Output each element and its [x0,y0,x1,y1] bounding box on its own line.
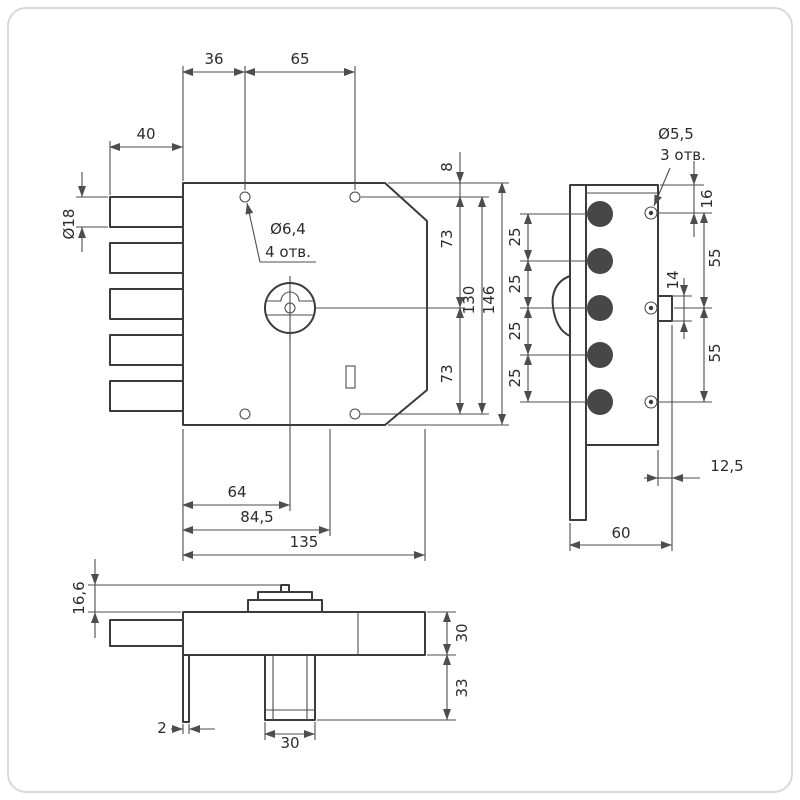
dim-label-64: 64 [227,483,246,501]
dim-label-84-5: 84,5 [240,508,273,526]
dim-label-2: 2 [157,719,167,737]
screw-hole-center [648,305,654,311]
faceplate-profile [182,654,190,723]
dim-label-25-4: 25 [506,368,524,387]
bolt-end [587,389,613,415]
dim-label-16-6: 16,6 [70,581,88,614]
keyway-slot [266,291,314,316]
dim-label-30-width: 30 [280,734,299,752]
dim-label-25-3: 25 [506,321,524,340]
bolt-end [587,342,613,368]
dim-label-146: 146 [480,286,498,315]
side-nub [657,295,673,322]
dim-label-40: 40 [136,125,155,143]
dim-label-hole-count: 4 отв. [265,243,311,261]
knob-mid [257,591,313,601]
lock-body-outline [182,182,428,426]
dim-label-14: 14 [664,270,682,289]
front-view: 36 65 40 Ø18 Ø6,4 4 отв. 8 73 130 146 73… [60,50,509,561]
dim-label-screw-diameter: Ø5,5 [658,125,694,143]
screw-hole-center [648,210,654,216]
deadbolt [109,334,184,366]
mounting-hole [349,191,361,203]
bolt-end [587,248,613,274]
deadbolt-bottom [109,619,184,647]
dim-label-8: 8 [438,162,456,172]
dim-label-60: 60 [611,524,630,542]
image-border [7,7,793,793]
bottom-view: 16,6 30 33 2 30 [70,559,471,752]
front-dimension-lines [78,68,506,559]
screw-hole-center [648,399,654,405]
side-body-outline [569,184,659,521]
follower-slot [345,365,356,389]
dim-label-135: 135 [290,533,319,551]
side-dimension-lines [524,161,708,549]
dim-label-bolt-diameter: Ø18 [60,209,78,240]
screw-holes [644,206,658,409]
front-extension-lines [76,66,509,561]
deadbolt [109,196,184,228]
knob-base [247,599,323,613]
dim-label-130: 130 [460,286,478,315]
dim-label-33: 33 [453,678,471,697]
leader-line [245,202,261,263]
dim-label-73-lower: 73 [438,364,456,383]
dim-label-73-upper: 73 [438,229,456,248]
mounting-hole [239,408,251,420]
screw-hole [644,301,658,315]
dim-label-12-5: 12,5 [710,457,743,475]
dim-label-hole-diameter: Ø6,4 [270,220,306,238]
dim-label-30-thickness: 30 [453,623,471,642]
bottom-body-outline [182,611,426,656]
bolt-end [587,201,613,227]
latch-hook [551,275,571,337]
bottom-dimension-lines [91,559,451,738]
deadbolt [109,242,184,274]
deadbolt [109,380,184,412]
bolt-end [587,295,613,321]
leader-line [653,167,671,207]
deadbolt [109,288,184,320]
dim-label-screw-count: 3 отв. [660,146,706,164]
mounting-hole [239,191,251,203]
knob-pin [280,584,290,593]
keyhole-center [284,302,296,314]
dim-label-65: 65 [290,50,309,68]
mounting-hole [349,408,361,420]
dim-label-25-2: 25 [506,274,524,293]
dim-label-55-top: 55 [706,248,724,267]
dim-label-16: 16 [698,189,716,208]
dim-label-25-1: 25 [506,227,524,246]
side-view: Ø5,5 3 отв. 16 25 25 25 25 55 14 55 12,5… [506,125,744,551]
dim-label-55-bottom: 55 [706,343,724,362]
dim-label-36: 36 [204,50,223,68]
